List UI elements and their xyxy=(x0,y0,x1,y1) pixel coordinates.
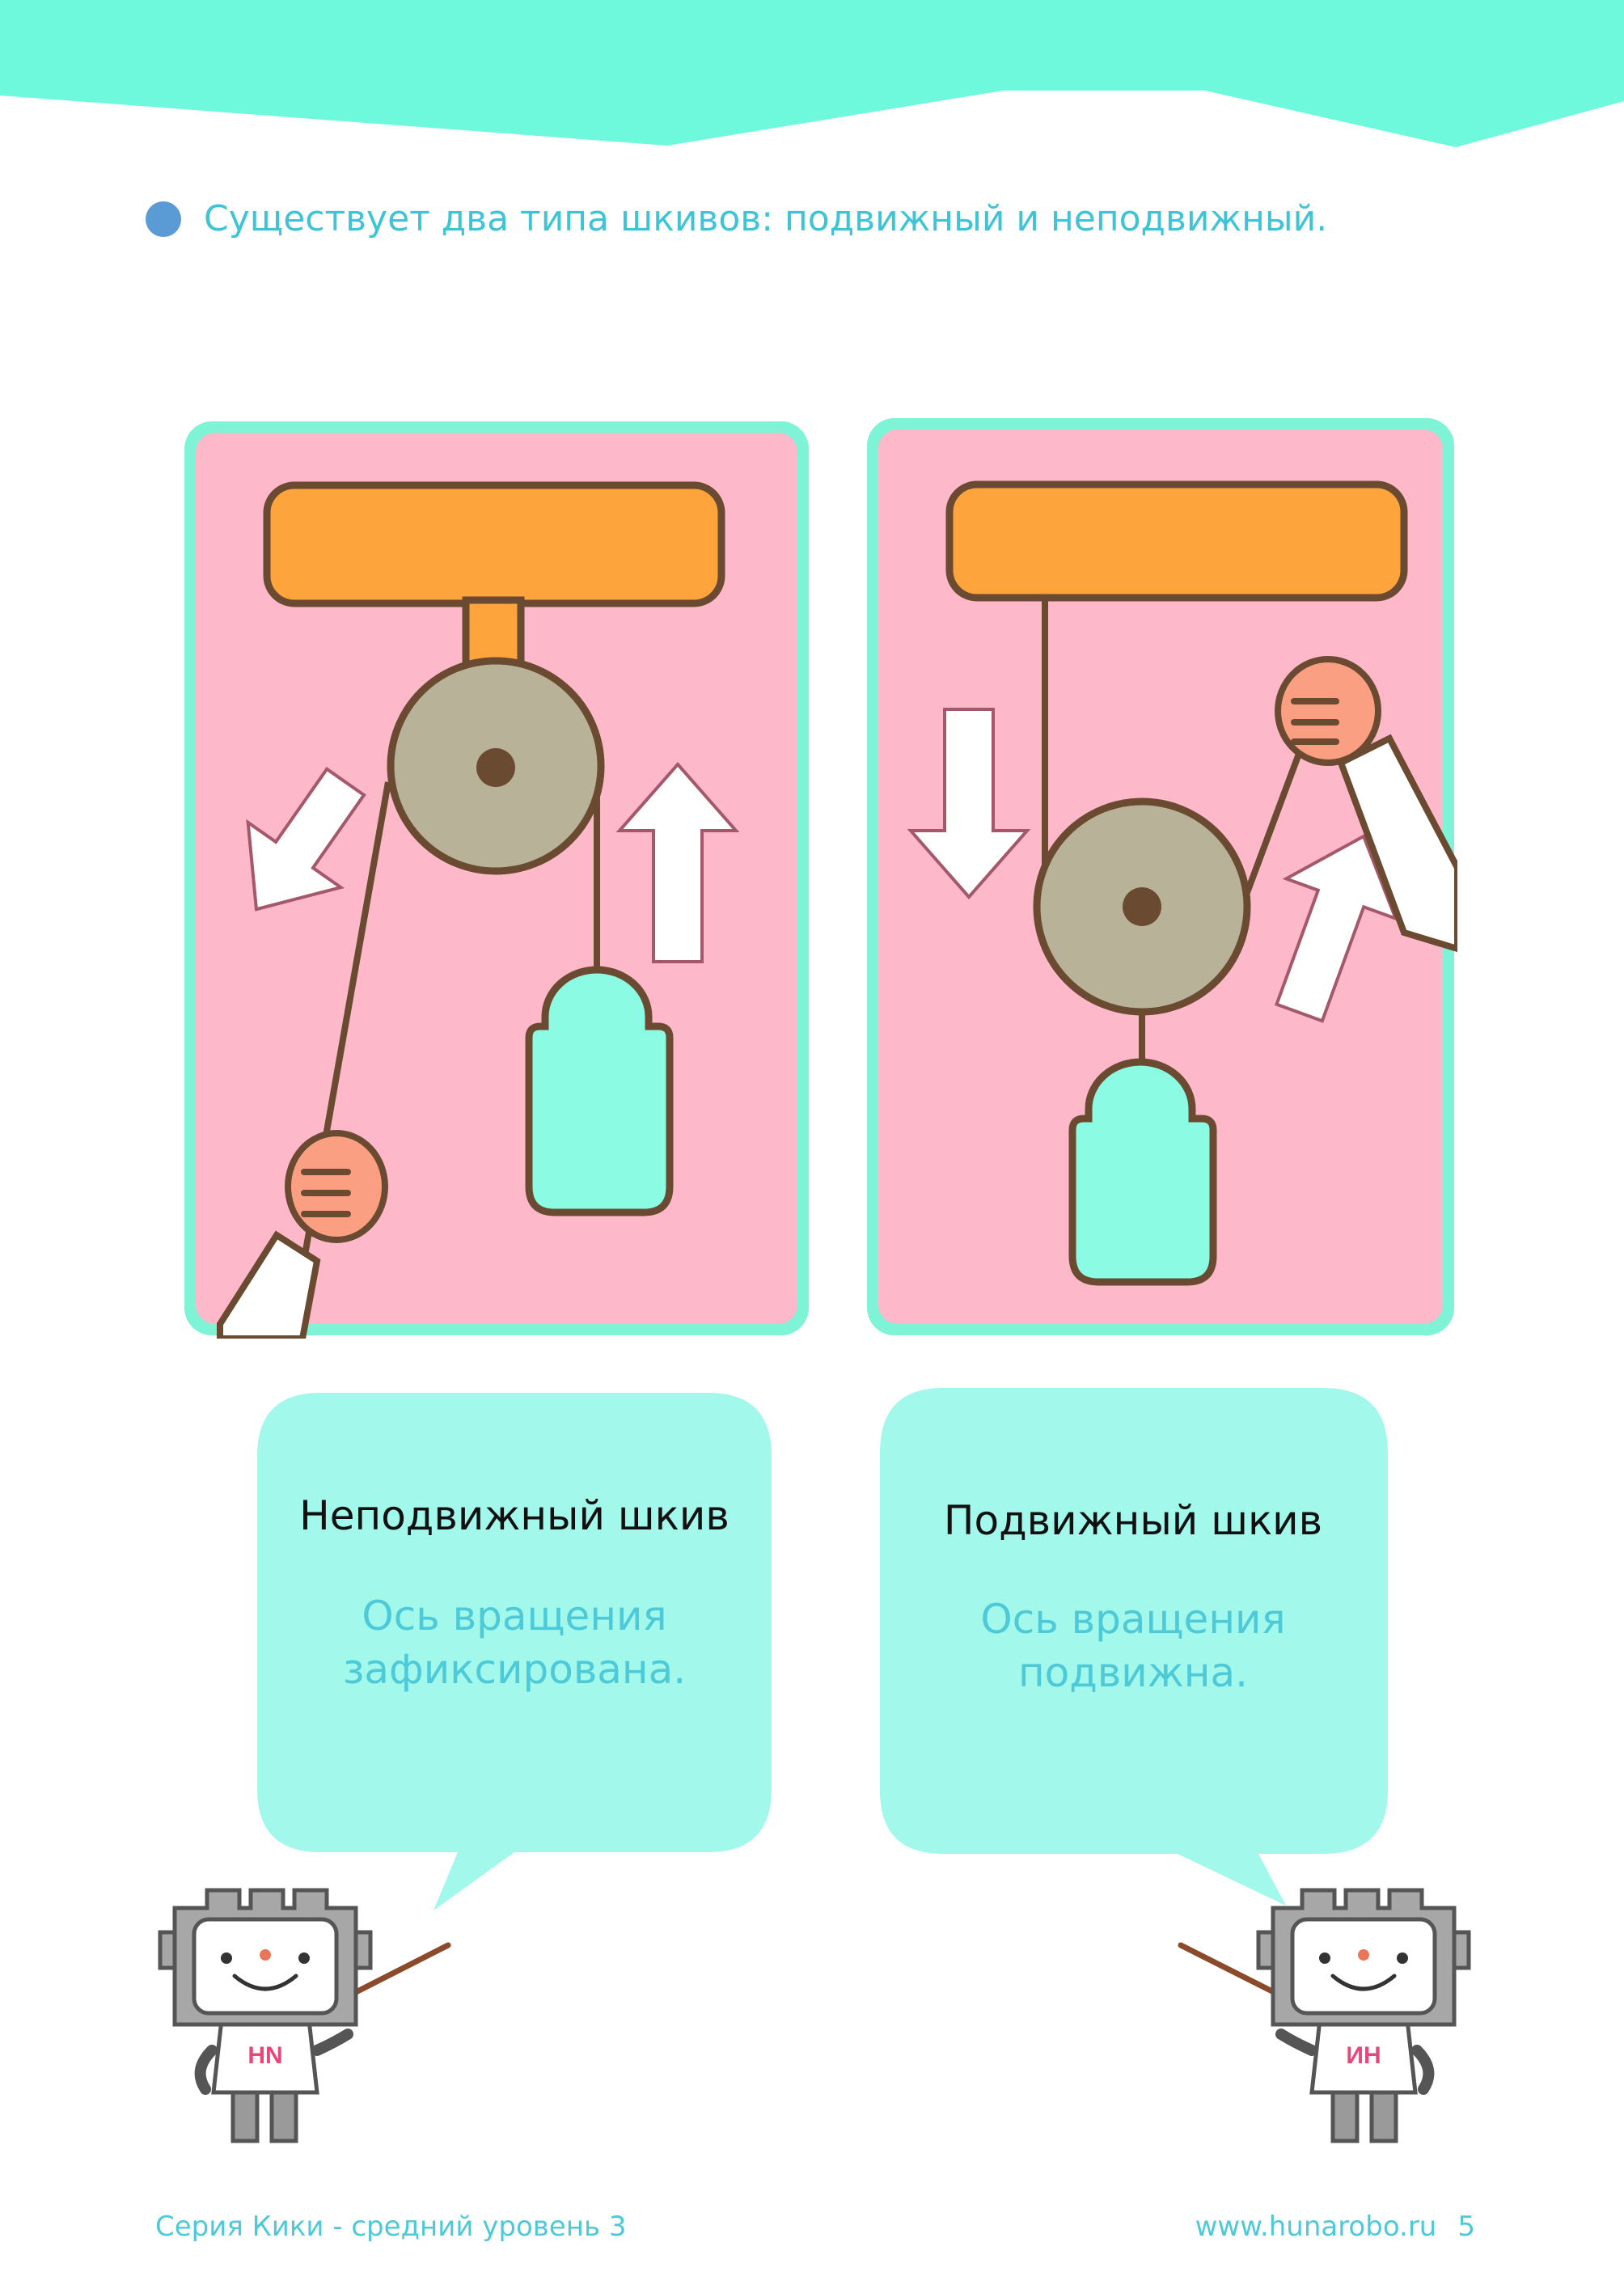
header-band xyxy=(0,0,1624,147)
footer-series: Серия Кики - средний уровень 3 xyxy=(155,2211,627,2243)
arrow-up-icon xyxy=(1274,834,1399,1023)
intro-text: Существует два типа шкивов: подвижный и … xyxy=(204,198,1328,239)
page-number: 5 xyxy=(1457,2211,1475,2243)
speech-bubble-shape xyxy=(257,1393,772,1910)
speech-bubble-shape xyxy=(880,1388,1388,1906)
weight xyxy=(525,966,674,1216)
hand-icon xyxy=(1275,656,1381,766)
ceiling-beam xyxy=(945,480,1408,602)
arrow-down-icon xyxy=(907,708,1031,900)
fixed-pulley-description-line2: зафиксирована. xyxy=(342,1646,687,1693)
arm xyxy=(217,1230,321,1339)
speech-bubble-fixed: Неподвижный шкив Ось вращения зафиксиров… xyxy=(257,1492,772,1696)
pulley-axle xyxy=(476,748,515,787)
hand-icon xyxy=(285,1130,388,1243)
arrow-down-icon xyxy=(246,767,366,912)
arrow-up-icon xyxy=(615,761,740,963)
movable-pulley-description-line2: подвижна. xyxy=(1017,1649,1249,1696)
movable-pulley-illustration xyxy=(867,418,1457,1335)
speech-bubble-movable: Подвижный шкив Ось вращения подвижна. xyxy=(880,1497,1386,1699)
robot-badge: ИН xyxy=(1346,2042,1381,2069)
bullet-icon xyxy=(146,201,181,237)
robot-badge: HN xyxy=(247,2042,282,2069)
fixed-pulley-description-line1: Ось вращения xyxy=(362,1593,667,1639)
intro-line: Существует два типа шкивов: подвижный и … xyxy=(146,198,1327,239)
fixed-pulley-illustration xyxy=(184,421,809,1339)
ceiling-beam xyxy=(263,481,725,607)
robot-mascot-right: ИН xyxy=(1178,1888,1471,2143)
arm xyxy=(1337,734,1457,953)
pulley-axle xyxy=(1123,887,1161,926)
fixed-pulley-title: Неподвижный шкив xyxy=(299,1492,730,1539)
footer-website[interactable]: www.hunarobo.ru xyxy=(1195,2211,1437,2243)
movable-pulley-description-line1: Ось вращения xyxy=(980,1596,1286,1643)
robot-mascot-left: HN xyxy=(158,1888,451,2143)
movable-pulley-title: Подвижный шкив xyxy=(943,1497,1323,1544)
footer-right: www.hunarobo.ru 5 xyxy=(1195,2211,1475,2243)
weight xyxy=(1068,1058,1217,1286)
